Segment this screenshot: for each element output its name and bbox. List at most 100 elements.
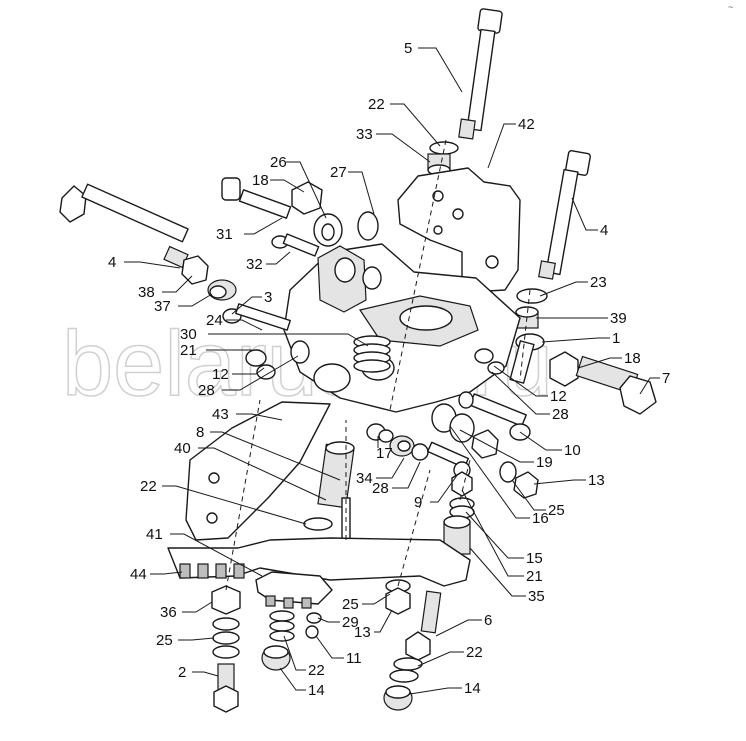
callout-21-right: 21 xyxy=(526,568,543,585)
callout-14-right: 14 xyxy=(464,680,481,697)
callout-37: 37 xyxy=(154,298,171,315)
callout-41: 41 xyxy=(146,526,163,543)
washer-part-25-right xyxy=(499,461,517,483)
callout-33: 33 xyxy=(356,126,373,143)
callout-13-bottom: 13 xyxy=(354,624,371,641)
washer-part-22-center xyxy=(303,517,333,531)
callout-35: 35 xyxy=(528,588,545,605)
nut-part-13-bottom xyxy=(385,587,411,615)
callout-2: 2 xyxy=(178,664,186,681)
callout-5: 5 xyxy=(404,40,412,57)
callout-42: 42 xyxy=(518,116,535,133)
callout-19: 19 xyxy=(536,454,553,471)
leader-lines xyxy=(124,47,660,695)
callout-27: 27 xyxy=(330,164,347,181)
callout-36: 36 xyxy=(160,604,177,621)
callout-4-left: 4 xyxy=(108,254,116,271)
bolt-part-7 xyxy=(575,355,657,415)
pin-part-8 xyxy=(317,441,355,509)
callout-9: 9 xyxy=(414,494,422,511)
callout-26: 26 xyxy=(270,154,287,171)
callout-25-bottom: 25 xyxy=(342,596,359,613)
bolt-part-5 xyxy=(458,8,503,140)
callout-12-right: 12 xyxy=(550,388,567,405)
callout-15: 15 xyxy=(526,550,543,567)
grease-fitting-part-31 xyxy=(221,177,292,219)
washer-stack-part-25-left xyxy=(212,617,240,659)
callout-38: 38 xyxy=(138,284,155,301)
callout-29: 29 xyxy=(342,614,359,631)
callout-21-left: 21 xyxy=(180,342,197,359)
callout-10: 10 xyxy=(564,442,581,459)
callout-22-right: 22 xyxy=(466,644,483,661)
bolt-part-4-left xyxy=(59,183,189,269)
corner-mark: ~ xyxy=(728,2,733,12)
bolt-part-2 xyxy=(213,663,239,713)
nut-part-14-right xyxy=(383,685,413,711)
washer-stack-part-22 xyxy=(269,610,295,642)
callout-labels: 5 22 33 42 26 27 18 31 32 4 4 23 38 37 3… xyxy=(108,40,670,699)
callout-1: 1 xyxy=(612,330,620,347)
callout-30: 30 xyxy=(180,326,197,343)
snap-ring-part-27 xyxy=(357,211,379,241)
callout-18: 18 xyxy=(252,172,269,189)
spacer-part-33 xyxy=(427,153,451,176)
callout-11: 11 xyxy=(346,650,362,667)
nut-part-38 xyxy=(181,255,209,285)
callout-24: 24 xyxy=(206,312,223,329)
washer-part-21-left xyxy=(245,349,267,367)
callout-28-center: 28 xyxy=(372,480,389,497)
callout-3: 3 xyxy=(264,289,272,306)
callout-44: 44 xyxy=(130,566,147,583)
callout-16: 16 xyxy=(532,510,549,527)
callout-13-right: 13 xyxy=(588,472,605,489)
callout-40: 40 xyxy=(174,440,191,457)
nut-part-19 xyxy=(471,429,499,459)
centerlines xyxy=(225,139,531,591)
washer-part-22-top xyxy=(429,141,459,155)
callout-43: 43 xyxy=(212,406,229,423)
nut-part-13-right xyxy=(513,471,539,499)
callout-28-left: 28 xyxy=(198,382,215,399)
nut-part-14-left xyxy=(261,645,291,671)
callout-6: 6 xyxy=(484,612,492,629)
nut-part-36 xyxy=(211,585,241,615)
callout-7: 7 xyxy=(662,370,670,387)
nut-part-21-right xyxy=(451,471,473,497)
spring-part-15 xyxy=(449,497,475,519)
callout-39: 39 xyxy=(610,310,627,327)
rack-teeth xyxy=(179,563,245,579)
callout-14-left: 14 xyxy=(308,682,325,699)
bolt-part-4-right xyxy=(538,150,591,280)
nut-part-18-right xyxy=(549,351,579,387)
callout-17: 17 xyxy=(376,445,393,462)
bushing-part-34 xyxy=(389,435,415,457)
callout-28-right: 28 xyxy=(552,406,569,423)
bolt-part-6 xyxy=(405,590,442,661)
nut-part-18-top xyxy=(291,181,323,215)
callout-25-right: 25 xyxy=(548,502,565,519)
washer-part-29 xyxy=(306,612,322,624)
spring-part-30 xyxy=(353,335,391,373)
callout-18-right: 18 xyxy=(624,350,641,367)
pin-part-32 xyxy=(271,233,320,257)
nut-part-12-right xyxy=(474,348,494,364)
callout-31: 31 xyxy=(216,226,233,243)
callout-22-bottom: 22 xyxy=(308,662,325,679)
spacer-part-37 xyxy=(207,279,237,301)
callout-8: 8 xyxy=(196,424,204,441)
washer-part-28-center xyxy=(411,443,429,461)
callout-23: 23 xyxy=(590,274,607,291)
washer-stack-part-22-right xyxy=(389,657,423,683)
callout-22-left: 22 xyxy=(140,478,157,495)
callout-32: 32 xyxy=(246,256,263,273)
callout-4-right: 4 xyxy=(600,222,608,239)
eye-bolt-part-10 xyxy=(469,393,531,441)
nut-part-12-left xyxy=(256,364,276,380)
bushing-part-28-left xyxy=(290,340,310,364)
washer-part-26 xyxy=(313,213,343,247)
washer-part-23 xyxy=(516,288,548,304)
callout-25-left: 25 xyxy=(156,632,173,649)
